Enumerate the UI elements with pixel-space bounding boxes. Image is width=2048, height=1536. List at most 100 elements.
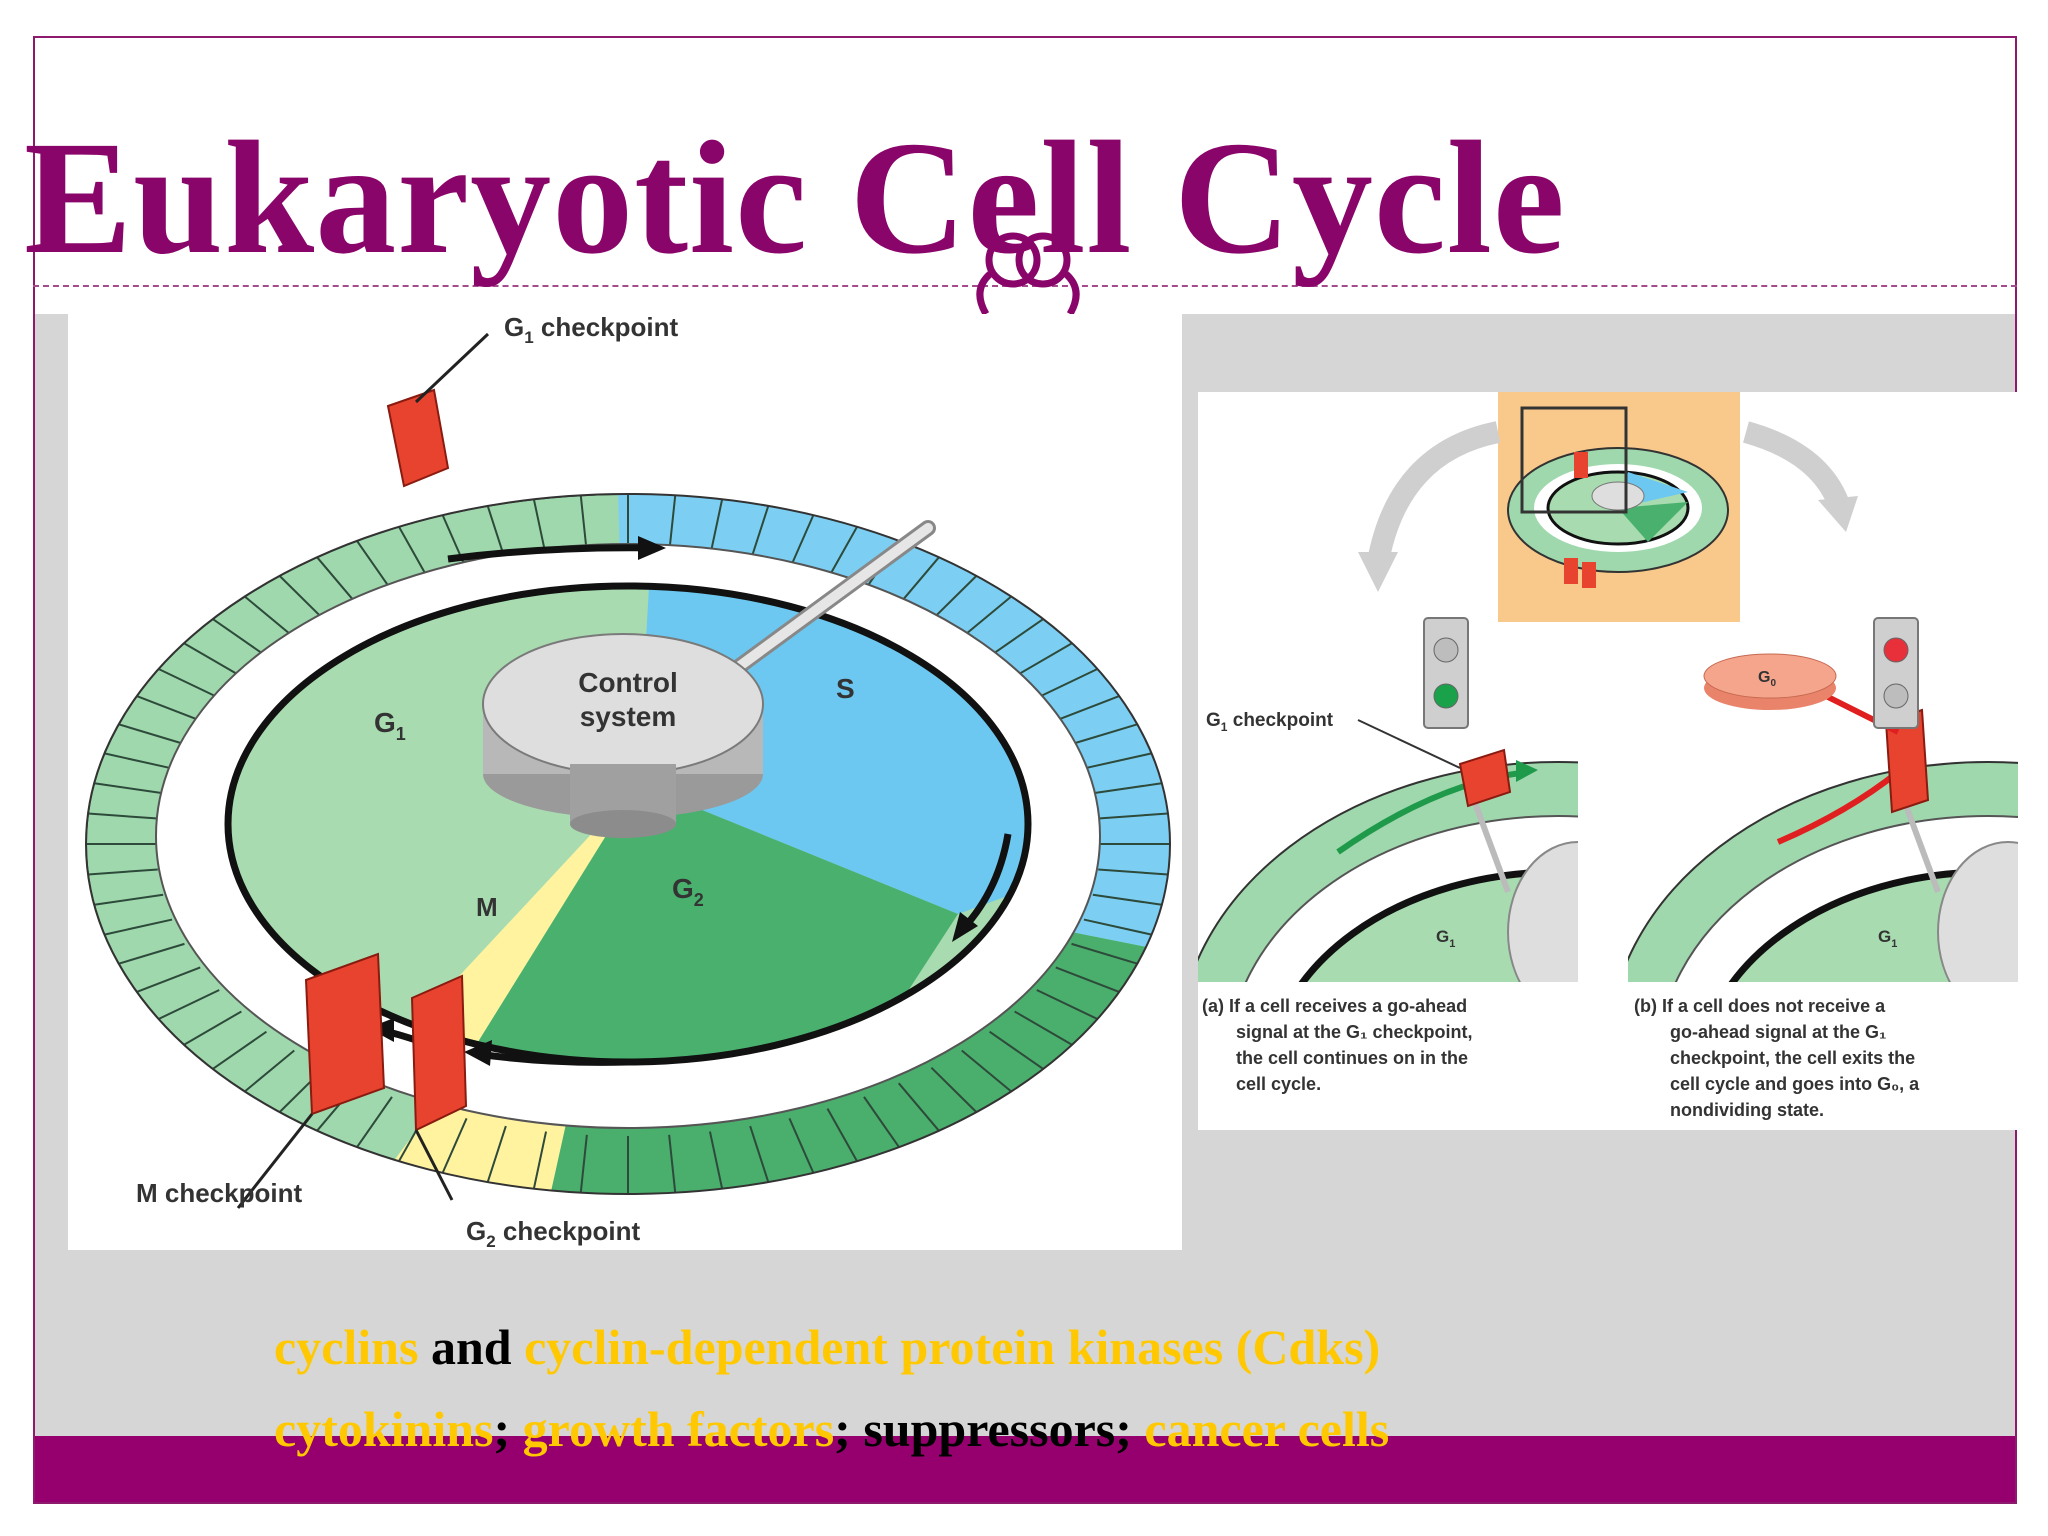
ring-tick	[316, 556, 359, 606]
keyword-cytokinins: cytokinins	[274, 1401, 494, 1457]
caption-b-line: (b) If a cell does not receive a	[1634, 996, 1886, 1016]
caption-b-line: nondividing state.	[1670, 1100, 1824, 1120]
g1-checkpoint-label: G1 checkpoint	[504, 314, 679, 347]
ring-tick	[87, 812, 158, 820]
ring-tick	[94, 893, 164, 906]
title-ornament-icon	[976, 232, 1080, 314]
ring-tick	[118, 723, 185, 746]
ring-tick	[1071, 942, 1138, 965]
ring-tick	[244, 595, 295, 639]
ring-tick	[1071, 723, 1138, 746]
caption-a-line: cell cycle.	[1236, 1074, 1321, 1094]
phase-s-label: S	[836, 673, 855, 704]
ring-tick	[118, 942, 185, 965]
ring-tick	[278, 575, 326, 622]
ring-tick	[961, 595, 1012, 639]
caption-b-line: go-ahead signal at the G₁	[1670, 1022, 1886, 1042]
ring-tick	[668, 1134, 677, 1193]
keyword-growth-factors: growth factors	[522, 1401, 835, 1457]
phase-m-label: M	[476, 892, 498, 922]
keywords-line-2: cytokinins; growth factors; suppressors;…	[274, 1404, 1389, 1454]
ring-tick	[104, 918, 173, 936]
ring-tick	[212, 1030, 267, 1070]
control-system-label-line1: Control	[578, 667, 678, 698]
keyword-separator: ;	[493, 1401, 523, 1457]
ring-tick	[1092, 893, 1162, 906]
caption-b-line: cell cycle and goes into G₀, a	[1670, 1074, 1920, 1094]
ring-tick	[788, 1117, 815, 1174]
ring-tick	[749, 505, 770, 563]
ring-tick	[136, 966, 201, 993]
ring-tick	[788, 514, 815, 571]
ring-tick	[897, 556, 940, 606]
panel-b-g1-label: G1	[1878, 927, 1897, 950]
ring-tick	[1098, 812, 1169, 820]
ring-tick	[579, 1134, 588, 1193]
ring-tick	[897, 1082, 940, 1132]
keyword-cdks: cyclin-dependent protein kinases (Cdks)	[524, 1319, 1381, 1375]
keyword-cancer-cells: cancer cells	[1144, 1401, 1390, 1457]
g2-checkpoint-label: G2 checkpoint	[466, 1216, 641, 1250]
ring-tick	[989, 1030, 1044, 1070]
ring-tick	[398, 526, 430, 580]
cell-cycle-diagram: Control system G1 S G2 M G1 checkpoint M…	[68, 312, 1182, 1251]
ring-tick	[1014, 1010, 1073, 1046]
ring-tick	[863, 1096, 900, 1148]
ring-tick	[136, 695, 201, 722]
ring-tick	[668, 495, 677, 554]
ring-tick	[1083, 918, 1152, 936]
ring-tick	[1014, 642, 1073, 678]
panel-b-diagram	[1628, 761, 2018, 982]
caption-b-line: checkpoint, the cell exits the	[1670, 1048, 1915, 1068]
panel-a-g1-checkpoint-label: G1 checkpoint	[1206, 710, 1334, 734]
ring-tick	[532, 1131, 548, 1189]
slide-title: Eukaryotic Cell Cycle	[24, 109, 1566, 288]
phase-g1-label: G1	[374, 707, 406, 744]
keyword-cyclins: cyclins	[274, 1319, 419, 1375]
ring-tick	[94, 782, 164, 795]
cell-cycle-diagram-svg: Control system G1 S G2 M G1 checkpoint M…	[85, 312, 1171, 1251]
ring-tick	[183, 642, 242, 678]
caption-a-line: the cell continues on in the	[1236, 1048, 1468, 1068]
ring-tick	[1055, 966, 1120, 993]
caption-a: (a) If a cell receives a go-ahead signal…	[1202, 996, 1473, 1094]
m-checkpoint-gate	[304, 952, 386, 1116]
phase-g2-label: G2	[672, 873, 704, 910]
ring-tick	[183, 1010, 242, 1046]
ring-tick	[1092, 782, 1162, 795]
panel-a-diagram	[1198, 760, 1578, 982]
ring-tick	[930, 575, 978, 622]
ring-tick	[826, 526, 858, 580]
caption-b: (b) If a cell does not receive a go-ahea…	[1634, 996, 1920, 1120]
m-checkpoint-label: M checkpoint	[136, 1178, 302, 1208]
ring-tick	[749, 1125, 770, 1183]
ring-tick	[579, 495, 588, 554]
ring-tick	[356, 1096, 393, 1148]
ring-tick	[826, 1108, 858, 1162]
g1-checkpoint-detail-svg: G1 checkpoint G1 G0 G1 (a) If a cell rec	[1198, 392, 2018, 1120]
panel-a-checkpoint-gate	[1458, 748, 1512, 808]
panel-a-g1-label: G1	[1436, 927, 1455, 950]
caption-a-line: (a) If a cell receives a go-ahead	[1202, 996, 1467, 1016]
g0-label: G0	[1758, 669, 1776, 689]
bottom-accent-bar	[35, 1436, 2015, 1502]
ring-tick	[212, 618, 267, 658]
g2-checkpoint-gate	[410, 974, 468, 1132]
keywords-line-1: cyclins and cyclin-dependent protein kin…	[274, 1322, 1380, 1372]
title-divider	[33, 285, 2017, 287]
ring-tick	[158, 989, 220, 1020]
ring-tick	[708, 1131, 724, 1189]
ring-tick	[1036, 989, 1098, 1020]
g1-checkpoint-detail-figure: G1 checkpoint G1 G0 G1 (a) If a cell rec	[1198, 392, 2018, 1130]
ring-tick	[87, 868, 158, 876]
ring-tick	[930, 1066, 978, 1113]
traffic-light-green-icon	[1423, 617, 1469, 729]
g1-checkpoint-gate	[386, 388, 450, 488]
ring-tick	[1036, 668, 1098, 699]
ring-tick	[356, 540, 393, 592]
ring-tick	[244, 1049, 295, 1093]
ring-tick	[1083, 752, 1152, 770]
ring-tick	[1098, 868, 1169, 876]
traffic-light-red-icon	[1873, 617, 1919, 729]
ring-tick	[1055, 695, 1120, 722]
